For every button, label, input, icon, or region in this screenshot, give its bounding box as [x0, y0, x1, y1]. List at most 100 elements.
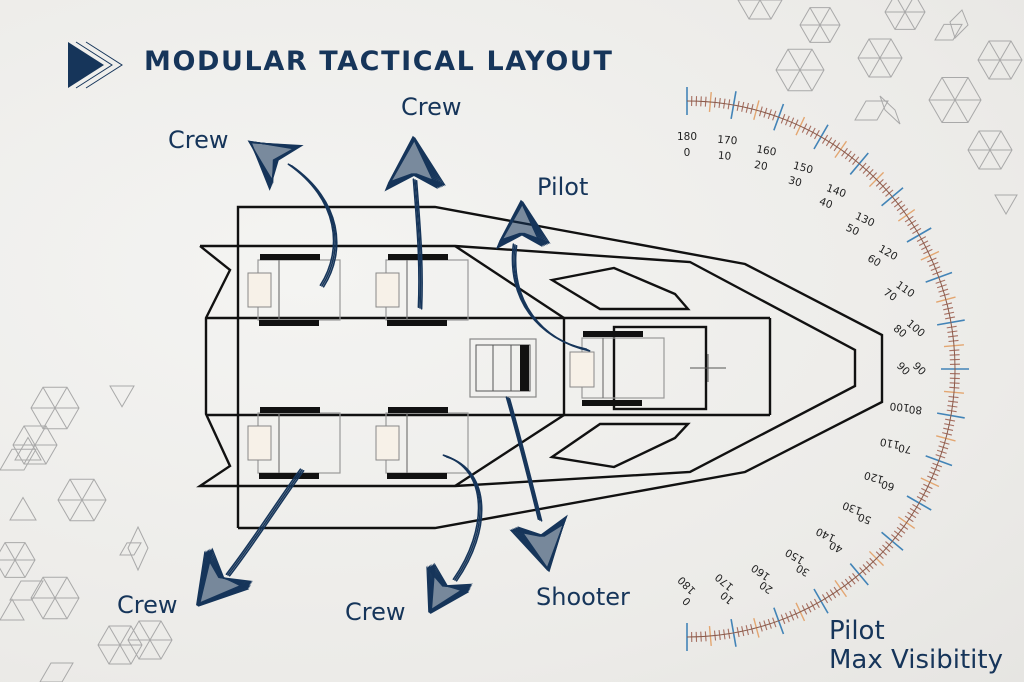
pattern-line: [759, 0, 772, 20]
label-shooter: Shooter: [536, 583, 630, 611]
pattern-triangle: [109, 385, 135, 408]
arrow-shooter-shaft: [505, 396, 543, 522]
protractor-inner-label: 100: [889, 400, 910, 414]
pattern-hexagon: [737, 0, 783, 20]
pattern-triangle: [9, 496, 37, 521]
pattern-hexagon: [0, 542, 36, 578]
deck-line-bottom-diag: [454, 413, 565, 488]
pattern-rhombus: [934, 23, 963, 41]
window-bottom: [548, 422, 691, 469]
label-pilot: Pilot: [537, 173, 589, 201]
pattern-diamond: [949, 9, 969, 39]
pattern-line: [978, 130, 1002, 170]
protractor-outer-label: 50: [856, 510, 873, 526]
protractor-inner-label: 10: [717, 150, 731, 163]
protractor-inner-label: 30: [787, 174, 803, 189]
pattern-line: [42, 576, 68, 620]
crew-seat: [247, 254, 341, 326]
protractor-inner-label: 60: [865, 252, 883, 269]
seats: [247, 254, 469, 479]
pattern-line: [138, 620, 162, 660]
pattern-hexagon: [884, 0, 926, 30]
pattern-line: [42, 386, 68, 430]
arrow-crew-bottom-center-shaft: [442, 454, 483, 582]
protractor-outer-label: 150: [792, 160, 814, 177]
protractor-outer-label: 60: [880, 477, 896, 492]
crew-seat: [247, 407, 341, 479]
pattern-triangle: [14, 436, 42, 461]
page-title: MODULAR TACTICAL LAYOUT: [144, 46, 614, 77]
protractor-inner-label: 180: [676, 574, 699, 597]
deck-line-top-diag: [454, 244, 565, 320]
protractor-inner-label: 170: [713, 571, 736, 593]
arrow-crew-top-center-shaft: [412, 178, 423, 310]
arrow-shooter-head: [509, 514, 568, 573]
arrow-pilot-shaft: [511, 243, 591, 352]
pilot-station: [569, 325, 726, 411]
protractor-outer-label: 70: [897, 441, 912, 455]
pattern-line: [988, 40, 1012, 80]
arrow-crew-bottom-left-head: [196, 547, 254, 607]
label-crew-top-left: Crew: [168, 126, 229, 154]
protractor-inner-label: 110: [879, 435, 901, 450]
pattern-rhombus: [9, 580, 44, 601]
chevron-play-icon: [68, 41, 123, 89]
protractor-inner-label: 130: [841, 499, 864, 517]
protractor-outer-label: 100: [904, 318, 927, 340]
pattern-line: [809, 7, 831, 43]
protractor-outer-label: 180: [677, 131, 697, 143]
protractor-inner-label: 50: [844, 222, 861, 239]
label-crew-bottom-center: Crew: [345, 598, 406, 626]
pattern-triangle: [0, 598, 25, 621]
pattern-rhombus: [39, 662, 74, 682]
pattern-rhombus: [119, 542, 142, 556]
pattern-line: [23, 425, 47, 465]
protractor-outer-label: 40: [828, 538, 845, 555]
label-pilot-visibility-line1: Pilot: [829, 616, 885, 646]
protractor-inner-label: 160: [749, 561, 772, 582]
arrow-crew-bottom-center-head: [426, 562, 474, 614]
protractor-inner-label: 120: [863, 469, 885, 486]
protractor-outer-label: 80: [908, 403, 922, 416]
protractor-inner-label: 20: [753, 159, 768, 173]
pattern-line: [868, 38, 892, 78]
protractor-inner-label: 150: [783, 546, 806, 566]
label-crew-bottom-left: Crew: [117, 591, 178, 619]
label-pilot-visibility: Pilot Max Visibitity: [829, 617, 1003, 675]
shooter-station: [469, 338, 537, 398]
protractor-outer-label: 30: [794, 561, 812, 578]
pattern-triangle: [994, 194, 1018, 216]
arrow-crew-top-left-shaft: [287, 163, 338, 288]
arrow-crew-top-left-head: [247, 140, 304, 191]
pattern-line: [108, 625, 132, 665]
protractor-inner-label: 140: [814, 525, 837, 544]
crew-seat: [375, 407, 469, 479]
pattern-rhombus: [0, 448, 37, 471]
protractor-outer-label: 0: [680, 594, 693, 607]
pattern-line: [4, 542, 26, 578]
arrow-pilot-head: [495, 199, 551, 250]
pattern-rhombus: [854, 100, 889, 121]
pattern-line: [787, 48, 813, 92]
arrow-crew-top-center-head: [384, 135, 446, 192]
protractor-inner-label: 0: [684, 147, 691, 159]
pattern-line: [894, 0, 913, 30]
pattern-line: [941, 77, 969, 123]
protractor-outer-label: 170: [717, 134, 738, 148]
pattern-line: [69, 478, 95, 522]
pattern-line: [748, 0, 761, 20]
label-pilot-visibility-line2: Max Visibitity: [829, 645, 1003, 675]
protractor-inner-label: 40: [818, 196, 835, 212]
protractor-arc: [686, 100, 956, 638]
boat-hull: [196, 205, 884, 530]
arrow-crew-bottom-left-shaft: [225, 468, 305, 577]
direction-arrows: [196, 135, 591, 614]
pattern-diamond: [127, 525, 149, 572]
protractor-outer-label: 160: [755, 143, 777, 158]
protractor-outer-label: 90: [910, 360, 928, 378]
label-crew-top-center: Crew: [401, 93, 462, 121]
